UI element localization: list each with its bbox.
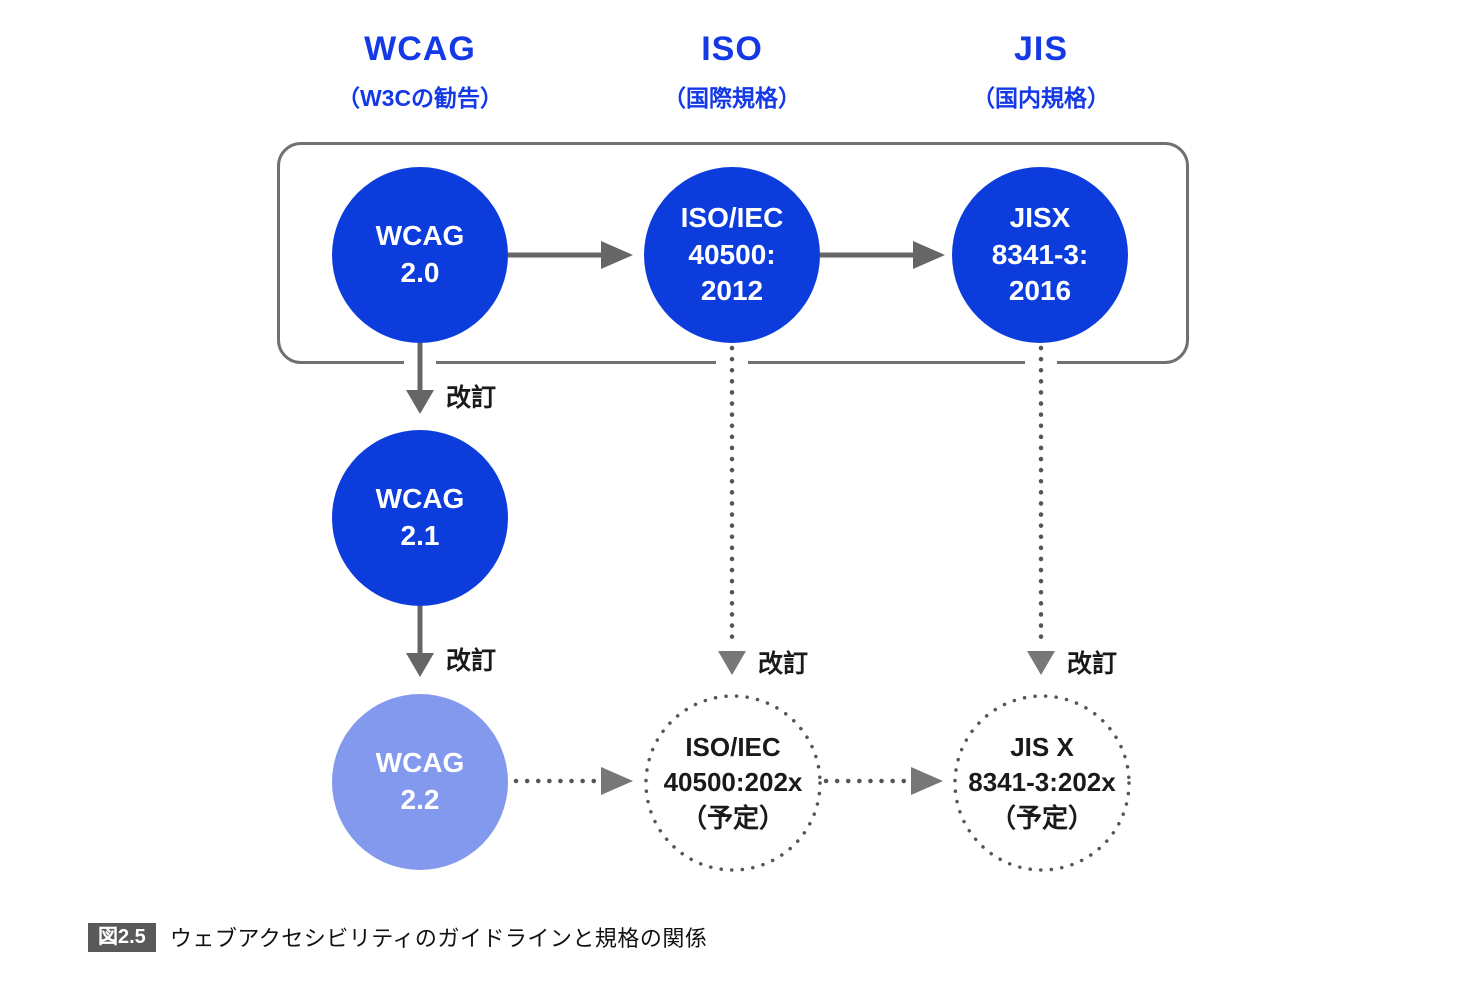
column-header-jis: JIS （国内規格） (921, 30, 1161, 113)
node-wcag-2-1-line1: WCAG (375, 483, 465, 515)
node-jis202x-line3: （予定） (989, 802, 1094, 833)
node-wcag-2-0: WCAG 2.0 (332, 167, 508, 343)
node-wcag-2-2-line1: WCAG (375, 747, 465, 779)
figure-caption-text: ウェブアクセシビリティのガイドラインと規格の関係 (169, 926, 708, 951)
arrow-wcag20-to-wcag21 (406, 343, 434, 414)
dotted-arrow-wcag22-to-iso202x (513, 767, 633, 795)
node-jis-x-8341-3-2016: JISX 8341-3: 2016 (952, 167, 1128, 343)
node-jis2016-line3: 2016 (1008, 275, 1072, 307)
figure-number-badge: 図2.5 (88, 922, 156, 952)
node-iso2012-line1: ISO/IEC (680, 201, 784, 233)
arrow-iso2012-to-jis2016 (820, 241, 945, 269)
revision-label-jis: 改訂 (1067, 650, 1118, 678)
revision-label-wcag20: 改訂 (446, 384, 497, 412)
revision-label-wcag21: 改訂 (446, 647, 497, 675)
node-jis202x-line1: JIS X (1010, 732, 1074, 763)
column-header-iso: ISO （国際規格） (612, 30, 852, 113)
node-wcag-2-2-line2: 2.2 (400, 784, 440, 815)
iso-column-subtitle: （国際規格） (663, 85, 801, 111)
figure-caption: 図2.5 ウェブアクセシビリティのガイドラインと規格の関係 (88, 921, 707, 953)
node-wcag-2-0-line2: 2.0 (400, 257, 440, 288)
iso-column-title: ISO (701, 30, 763, 68)
node-iso-iec-40500-2012: ISO/IEC 40500: 2012 (644, 167, 820, 343)
node-iso202x-line3: （予定） (680, 802, 785, 833)
node-jis-x-8341-3-202x-planned: JIS X 8341-3:202x （予定） (955, 696, 1129, 870)
iso202x-dotted-outline (644, 694, 822, 872)
revision-label-iso: 改訂 (758, 650, 809, 678)
jis-column-subtitle: （国内規格） (972, 85, 1110, 111)
node-iso2012-line3: 2012 (700, 275, 764, 307)
arrow-wcag21-to-wcag22 (406, 606, 434, 677)
arrow-wcag20-to-iso2012 (508, 241, 633, 269)
border-notch (716, 356, 748, 370)
column-header-wcag: WCAG （W3Cの勧告） (300, 30, 540, 113)
node-wcag-2-2: WCAG 2.2 (332, 694, 508, 870)
dotted-arrow-iso2012-to-iso202x (718, 345, 746, 675)
jis-column-title: JIS (1013, 30, 1069, 68)
wcag-column-subtitle: （W3Cの勧告） (336, 85, 504, 111)
node-iso-iec-40500-202x-planned: ISO/IEC 40500:202x （予定） (646, 696, 820, 870)
node-wcag-2-1: WCAG 2.1 (332, 430, 508, 606)
node-iso2012-line2: 40500: (688, 238, 776, 270)
dotted-arrow-jis2016-to-jis202x (1027, 345, 1055, 675)
node-wcag-2-1-line2: 2.1 (400, 520, 440, 551)
node-iso202x-line1: ISO/IEC (685, 732, 781, 763)
border-notch (1025, 356, 1057, 370)
node-wcag-2-0-line1: WCAG (375, 220, 465, 252)
node-jis2016-line1: JISX (1009, 201, 1071, 233)
node-jis202x-line2: 8341-3:202x (968, 767, 1116, 798)
node-jis2016-line2: 8341-3: (991, 238, 1089, 270)
wcag-column-title: WCAG (364, 30, 476, 68)
node-iso202x-line2: 40500:202x (663, 767, 803, 798)
dotted-arrow-iso202x-to-jis202x (823, 767, 943, 795)
jis202x-dotted-outline (953, 694, 1131, 872)
